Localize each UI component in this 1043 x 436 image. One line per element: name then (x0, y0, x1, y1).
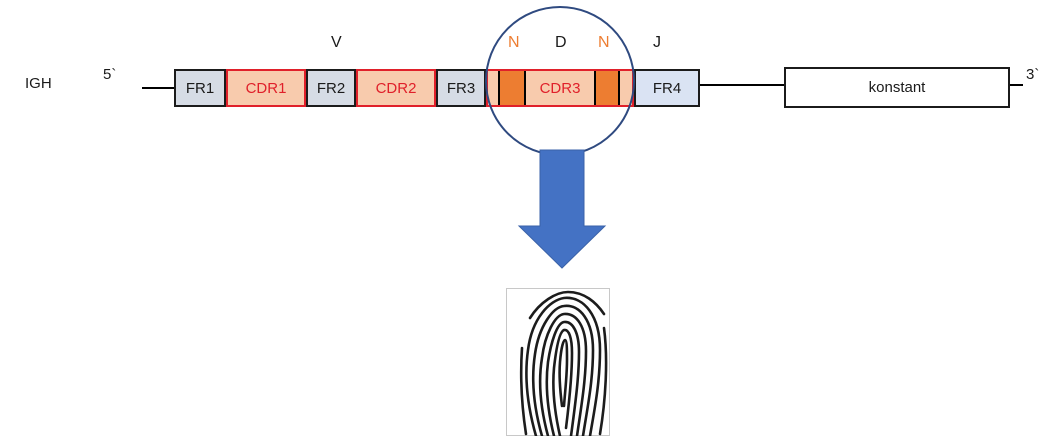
intron-line (700, 84, 784, 86)
fr1-region: FR1 (174, 69, 226, 107)
n-right-label: N (598, 34, 610, 51)
cdr1-label: CDR1 (245, 79, 287, 97)
cdr2-region: CDR2 (356, 69, 436, 107)
arrow-down-icon (517, 149, 607, 269)
three-prime-label: 3` (1026, 66, 1040, 83)
constant-label: konstant (868, 79, 926, 96)
cdr1-region: CDR1 (226, 69, 306, 107)
d-segment-label: D (555, 34, 567, 51)
cdr3-label: CDR3 (539, 79, 581, 97)
five-prime-label: 5` (103, 66, 117, 83)
fr4-label: FR4 (652, 79, 682, 97)
n-left-label: N (508, 34, 520, 51)
fr3-label: FR3 (446, 79, 476, 97)
fr3-region: FR3 (436, 69, 486, 107)
three-prime-line (1010, 84, 1023, 86)
cdr2-label: CDR2 (375, 79, 417, 97)
n-right-region (594, 71, 620, 105)
n-left-region (498, 71, 526, 105)
v-segment-label: V (331, 34, 342, 51)
constant-region: konstant (784, 67, 1010, 108)
fr2-label: FR2 (316, 79, 346, 97)
fr1-label: FR1 (185, 79, 215, 97)
fr2-region: FR2 (306, 69, 356, 107)
fr4-region: FR4 (634, 69, 700, 107)
cdr3-highlight-circle (485, 6, 635, 156)
fingerprint-icon (506, 288, 610, 436)
cdr3-region: CDR3 (486, 69, 634, 107)
j-segment-label: J (653, 34, 661, 51)
five-prime-line (142, 87, 175, 89)
gene-label: IGH (25, 75, 52, 92)
